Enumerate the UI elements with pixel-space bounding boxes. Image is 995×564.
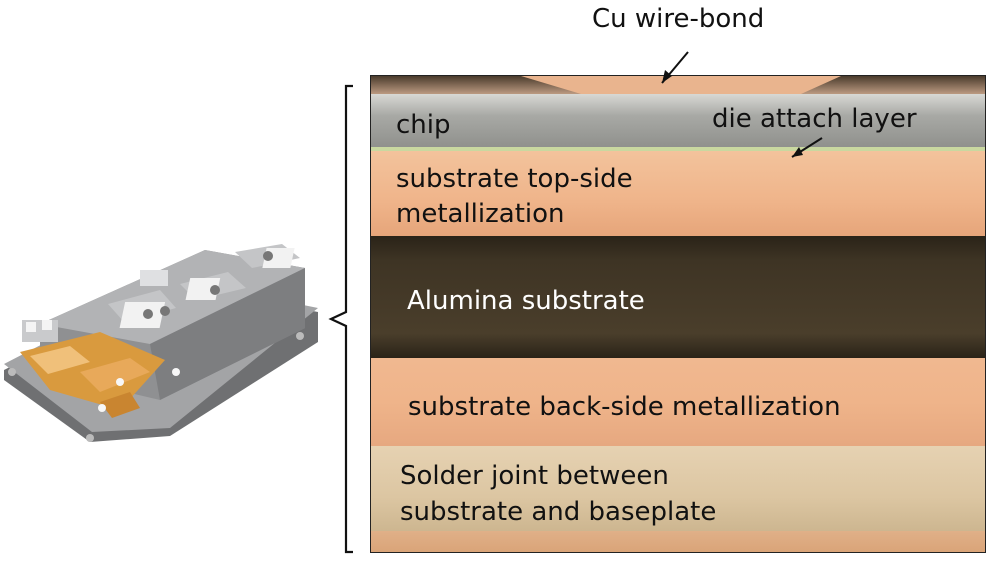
wire-bond-label: Cu wire-bond: [592, 4, 765, 34]
solder-layer: [371, 446, 985, 531]
top-metallization-label-line2: metallization: [396, 199, 565, 229]
solder-label-line2: substrate and baseplate: [400, 497, 717, 527]
chip-layer: [371, 94, 985, 148]
solder-label-line1: Solder joint between: [400, 461, 669, 491]
back-metallization-label: substrate back-side metallization: [408, 392, 841, 422]
terminal-pad: [185, 278, 221, 300]
curly-brace: [328, 84, 353, 554]
baseplate-layer: [371, 531, 985, 552]
alumina-layer: [371, 236, 985, 358]
wire-bond-shape: [521, 76, 841, 94]
terminal-pad: [119, 302, 166, 328]
power-module-illustration: [4, 244, 318, 442]
die-attach-line: [371, 147, 985, 151]
alumina-label: Alumina substrate: [407, 286, 645, 316]
top-metallization-label-line1: substrate top-side: [396, 164, 633, 194]
die-attach-label: die attach layer: [712, 104, 917, 134]
chip-label: chip: [396, 110, 451, 140]
back-metallization-layer: [371, 358, 985, 446]
top-metallization-layer: [371, 151, 985, 236]
cross-section-micrograph: [370, 75, 986, 553]
